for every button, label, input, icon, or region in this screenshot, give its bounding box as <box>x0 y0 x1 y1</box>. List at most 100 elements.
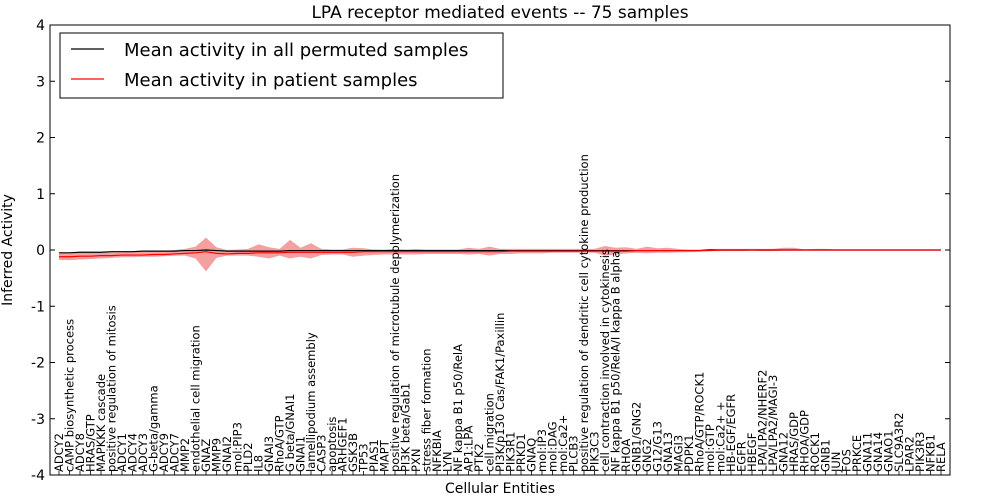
category-label: EGFR <box>735 441 749 472</box>
category-label: GNB1/GNG2 <box>630 402 644 472</box>
category-label: PIK3C3 <box>588 431 602 472</box>
category-label: apoptosis <box>325 417 339 472</box>
category-label: GNA13 <box>661 432 675 472</box>
category-label: CASP3 <box>315 435 329 472</box>
category-label: RhoA/GTP/ROCK1 <box>693 372 707 472</box>
y-tick-label: 2 <box>36 131 45 147</box>
chart-title: LPA receptor mediated events -- 75 sampl… <box>311 3 688 23</box>
y-tick-label: -3 <box>31 412 45 428</box>
y-tick-label: 0 <box>36 243 45 259</box>
legend-label-permuted: Mean activity in all permuted samples <box>124 40 468 61</box>
category-label: LYN <box>441 451 455 472</box>
y-tick-label: -4 <box>31 468 45 484</box>
category-label: ARHGEF1 <box>336 417 350 472</box>
category-label: MMP9 <box>210 438 224 472</box>
category-label: mol:Ca2+ <box>556 415 570 472</box>
category-label: PRKCE <box>850 435 864 472</box>
category-label: MAGI3 <box>672 435 686 472</box>
category-label: PLCB3 <box>567 435 581 472</box>
category-label: cell contraction involved in cytokinesis <box>598 249 612 472</box>
category-label: PIK3R1 <box>504 432 518 473</box>
category-label: ADCY2 <box>52 433 66 472</box>
category-label: MAPKKK cascade <box>94 374 108 472</box>
category-label: GNA14 <box>871 432 885 472</box>
category-label: MAPT <box>378 439 392 472</box>
category-label: GNAI2 <box>220 436 234 472</box>
category-label: FOS <box>840 449 854 472</box>
category-label: ADCY4 <box>126 433 140 472</box>
category-label: ADCY7 <box>168 433 182 472</box>
category-label: ADCY8 <box>73 433 87 472</box>
category-label: ROCK1 <box>808 432 822 472</box>
category-label: NF kappa B1 p50/RelA <box>451 344 465 472</box>
category-label: GNB1 <box>819 439 833 472</box>
category-label: PI3K beta/Gab1 <box>399 383 413 472</box>
y-axis-title: Inferred Activity <box>0 194 16 306</box>
category-label: JUN <box>829 452 843 473</box>
y-tick-label: 4 <box>36 18 45 34</box>
category-label: positive regulation of microtubule depol… <box>388 174 402 472</box>
y-tick-label: -2 <box>31 356 45 372</box>
category-label: mol:IP3 <box>535 429 549 472</box>
category-label: RELA <box>934 442 948 472</box>
category-label: G-beta/gamma <box>147 385 161 472</box>
category-label: NFKBIA <box>430 430 444 472</box>
category-label: PI3K/p130 Cas/FAK1/Paxillin <box>493 313 507 472</box>
y-tick-label: 1 <box>36 187 45 203</box>
category-label: HBEGF <box>745 433 759 472</box>
category-label: positive regulation of dendritic cell cy… <box>577 154 591 472</box>
category-label: PLD2 <box>241 442 255 472</box>
category-label: GNAO1 <box>882 430 896 472</box>
category-label: TP53 <box>357 443 371 473</box>
category-label: RHOA <box>619 439 633 472</box>
category-label: RHOA/GDP <box>798 410 812 472</box>
patient-activity-band <box>59 237 941 272</box>
category-label: NFKB1 <box>924 434 938 472</box>
category-label: LPA/LPA2/MAGI-3 <box>766 375 780 472</box>
category-label: IL8 <box>252 455 266 472</box>
category-label: GNAI1 <box>294 436 308 472</box>
category-label: GSK3B <box>346 433 360 472</box>
category-label: ADCY3 <box>136 433 150 472</box>
category-label: ADCY1 <box>115 433 129 472</box>
category-label: mol:PIP3 <box>231 422 245 472</box>
y-axis: -4 -3 -2 -1 0 1 2 3 4 <box>31 18 950 484</box>
category-label: LPA/LPA2/NHERF2 <box>756 370 770 472</box>
category-label: PXN <box>409 449 423 472</box>
category-label: GNA12 <box>777 432 791 472</box>
category-label: stress fiber formation <box>420 348 434 472</box>
category-label: G beta/GNAI1 <box>283 394 297 472</box>
category-label: PTK2 <box>472 443 486 472</box>
category-label: PIK3R3 <box>913 432 927 473</box>
y-tick-label: -1 <box>31 299 45 315</box>
category-label: HB-EGF/EGFR <box>724 394 738 472</box>
category-label: GNAZ <box>199 439 213 472</box>
category-label: G12/G13 <box>651 421 665 472</box>
legend: Mean activity in all permuted samples Me… <box>59 32 504 99</box>
category-label: cell migration <box>483 393 497 472</box>
x-axis-title: Cellular Entities <box>445 481 555 497</box>
category-label: RhoA/GTP <box>273 415 287 472</box>
category-label: GNA11 <box>861 432 875 472</box>
category-label: ADCY9 <box>157 433 171 472</box>
category-label: NF kappa B1 p50/RelA/I kappa B alpha <box>609 251 623 472</box>
category-label: HRAS/GTP <box>84 414 98 472</box>
category-label: PDPK1 <box>682 434 696 472</box>
legend-label-patient: Mean activity in patient samples <box>124 70 418 91</box>
category-label: SLC9A3R2 <box>892 412 906 472</box>
category-label: GNAQ <box>525 438 539 472</box>
category-label: AP1:LPA <box>462 425 476 472</box>
category-label: PRKD1 <box>514 433 528 472</box>
category-label: mol:DAG <box>546 421 560 472</box>
category-label: mol:Ca2+ + <box>714 401 728 472</box>
category-label: cAMP biosynthetic process <box>63 319 77 472</box>
category-label: mol:GTP <box>703 424 717 472</box>
category-label: positive regulation of mitosis <box>105 305 119 472</box>
y-tick-label: 3 <box>36 74 45 90</box>
category-label: HRAS/GDP <box>787 412 801 472</box>
category-label: lamellipodium assembly <box>304 332 318 472</box>
plot-area <box>59 237 941 272</box>
category-label: MMP2 <box>178 438 192 472</box>
